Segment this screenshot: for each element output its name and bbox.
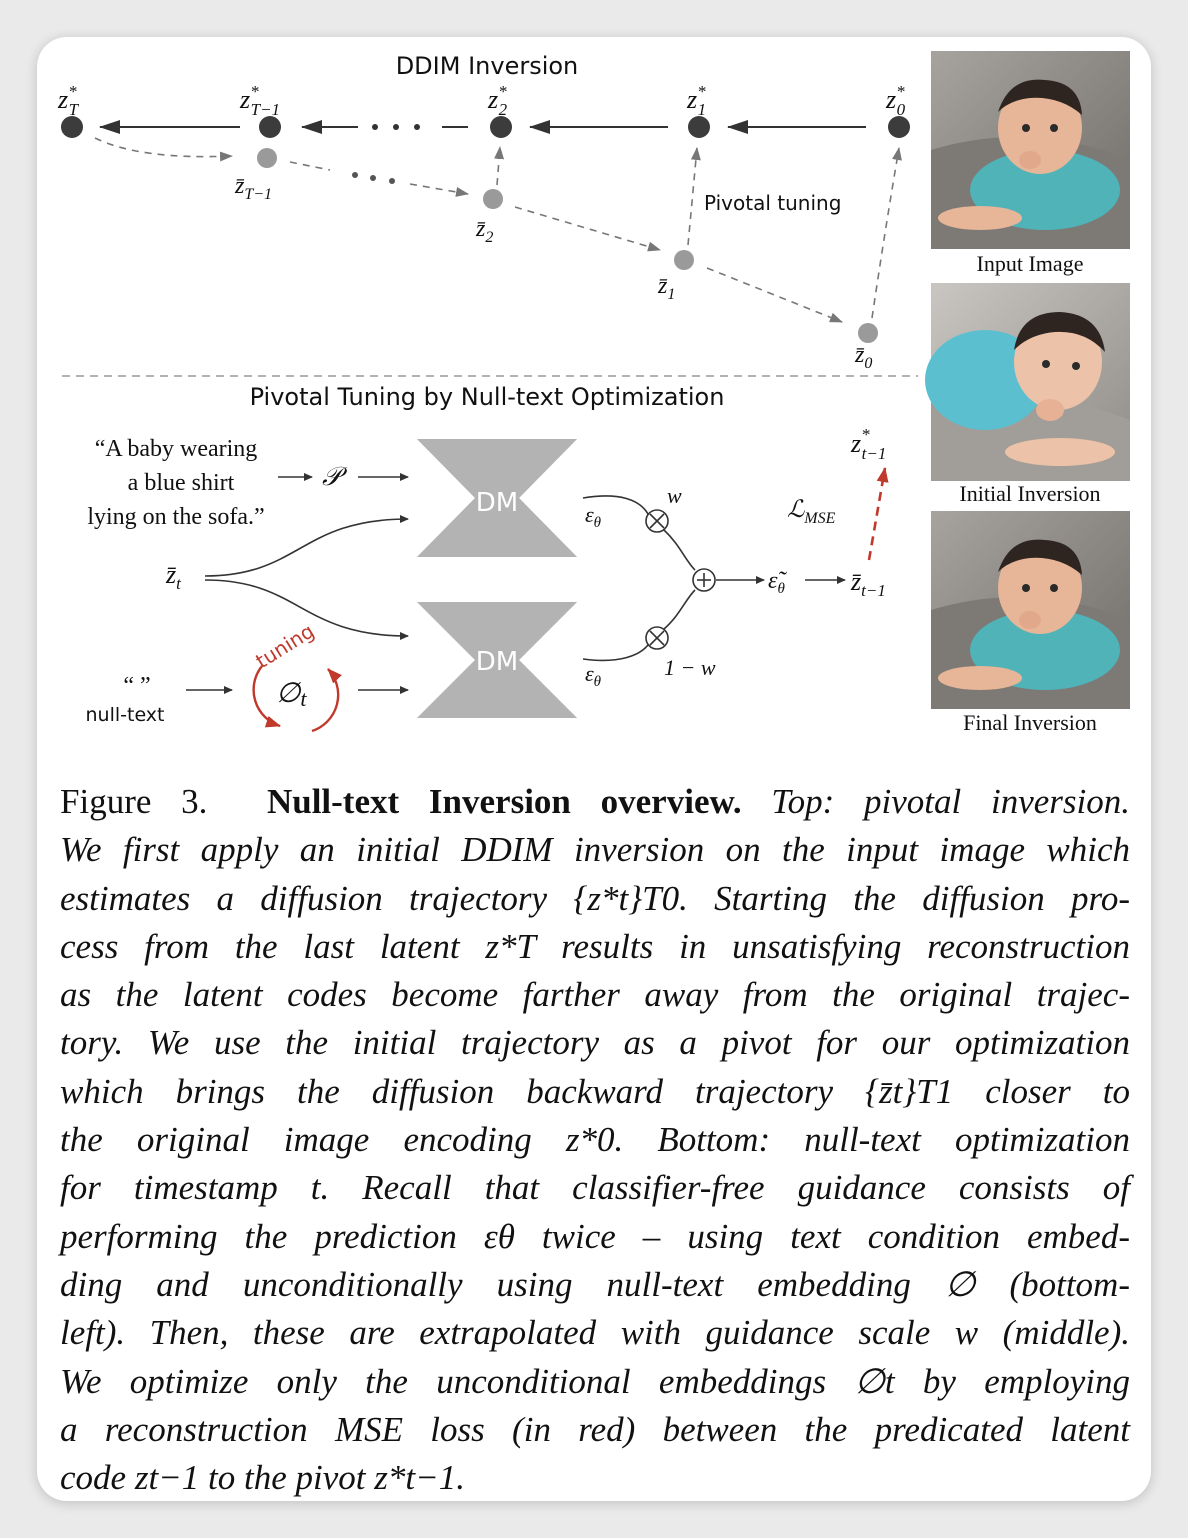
label-z1-star: z*1 <box>686 82 706 119</box>
caption-line-8: the original image encoding z*0. Bottom:… <box>60 1116 1130 1164</box>
ddim-title: DDIM Inversion <box>396 52 579 80</box>
label-zT-star: z*T <box>57 82 80 119</box>
caption-line-6: tory. We use the initial trajectory as a… <box>60 1019 1130 1067</box>
dm-label-bottom: DM <box>476 647 518 677</box>
caption-line-3: estimates a diffusion trajectory {z*t}T0… <box>60 875 1130 923</box>
label-zbar-2: z̄2 <box>475 216 493 246</box>
label-zT-1-star: z*T−1 <box>239 82 280 119</box>
label-initial-inversion: Initial Inversion <box>959 481 1100 506</box>
label-input-image: Input Image <box>977 251 1084 276</box>
zstar-labels: z*T z*T−1 z*2 z*1 z*0 <box>57 82 906 119</box>
caption-line-11: ding and unconditionally using null-text… <box>60 1261 1130 1309</box>
pivotal-tuning-label: Pivotal tuning <box>704 191 841 215</box>
node-z0-star <box>888 116 910 138</box>
label-zbar-0: z̄0 <box>854 342 872 372</box>
caption-line-14: a reconstruction MSE loss (in red) betwe… <box>60 1406 1130 1454</box>
photo-final-inversion <box>931 511 1130 709</box>
zbar-t-label: z̄t <box>165 560 182 593</box>
caption-line-12: left). Then, these are extrapolated with… <box>60 1309 1130 1357</box>
caption-line-4: cess from the last latent z*T results in… <box>60 923 1130 971</box>
label-zbar-1: z̄1 <box>657 273 675 303</box>
caption-line-15: code zt−1 to the pivot z*t−1. <box>60 1454 1130 1502</box>
node-zT-1-star <box>259 116 281 138</box>
photo-input-image <box>931 51 1130 249</box>
one-minus-w-label: 1 − w <box>664 655 716 680</box>
caption-line-13: We optimize only the unconditional embed… <box>60 1358 1130 1406</box>
caption-line-2: We first apply an initial DDIM inversion… <box>60 826 1130 874</box>
node-z2-star <box>490 116 512 138</box>
caption-line-10: performing the prediction εθ twice – usi… <box>60 1213 1130 1261</box>
photo-initial-inversion <box>925 283 1130 481</box>
empty-set-t: ∅t <box>276 678 307 711</box>
w-label: w <box>667 483 682 508</box>
plus-node <box>693 569 715 591</box>
label-zbar-T-1: z̄T−1 <box>234 173 272 203</box>
prompt-line-2: a blue shirt <box>128 470 235 496</box>
caption-title: Null-text Inversion overview. <box>267 782 742 821</box>
tuning-label: tuning <box>251 619 318 673</box>
p-symbol: 𝒫 <box>322 462 348 491</box>
eps-top: εθ <box>585 502 602 531</box>
loss-label: ℒMSE <box>787 497 836 527</box>
null-quotes: “ ” <box>123 673 150 699</box>
node-z1-star <box>688 116 710 138</box>
label-z2-star: z*2 <box>487 82 508 119</box>
eps-tilde: ε̃θ <box>768 568 787 597</box>
caption-figure-number: Figure 3. <box>60 782 207 821</box>
caption-text-1: Top: pivotal inversion. <box>771 782 1130 821</box>
label-z0-star: z*0 <box>885 82 906 119</box>
zbar-t-1-label: z̄t−1 <box>850 567 886 600</box>
prompt-text: “A baby wearing a blue shirt lying on th… <box>87 436 264 530</box>
null-text-inversion-diagram: DDIM Inversion z*T z*T−1 z*2 z*1 z*0 z̄T… <box>0 0 1188 770</box>
dm-label-top: DM <box>476 488 518 518</box>
caption-line-7: which brings the diffusion backward traj… <box>60 1068 1130 1116</box>
eps-bottom-line <box>583 645 648 660</box>
zbar-nodes <box>257 148 878 343</box>
figure-caption: Figure 3. Null-text Inversion overview. … <box>60 778 1130 1502</box>
node-zT-star <box>61 116 83 138</box>
null-text-label: null-text <box>86 704 165 726</box>
node-zbar-2 <box>483 189 503 209</box>
node-zbar-0 <box>858 323 878 343</box>
node-zbar-1 <box>674 250 694 270</box>
ellipsis-bottom <box>352 172 395 184</box>
mult-top <box>646 510 668 532</box>
node-zbar-T-1 <box>257 148 277 168</box>
caption-line-5: as the latent codes become farther away … <box>60 971 1130 1019</box>
mse-loss-arrow <box>869 468 885 560</box>
pivotal-title: Pivotal Tuning by Null-text Optimization <box>250 383 725 411</box>
caption-line-9: for timestamp t. Recall that classifier-… <box>60 1164 1130 1212</box>
ellipsis-top <box>372 124 420 130</box>
zstar-t-1-label: z*t−1 <box>850 425 886 463</box>
prompt-line-1: “A baby wearing <box>95 436 258 462</box>
label-final-inversion: Final Inversion <box>963 710 1097 735</box>
prompt-line-3: lying on the sofa.” <box>87 504 264 530</box>
eps-bottom: εθ <box>585 661 602 690</box>
mult-bottom <box>646 627 668 649</box>
caption-line-1: Figure 3. Null-text Inversion overview. … <box>60 778 1130 826</box>
dashed-trajectory <box>95 138 899 322</box>
